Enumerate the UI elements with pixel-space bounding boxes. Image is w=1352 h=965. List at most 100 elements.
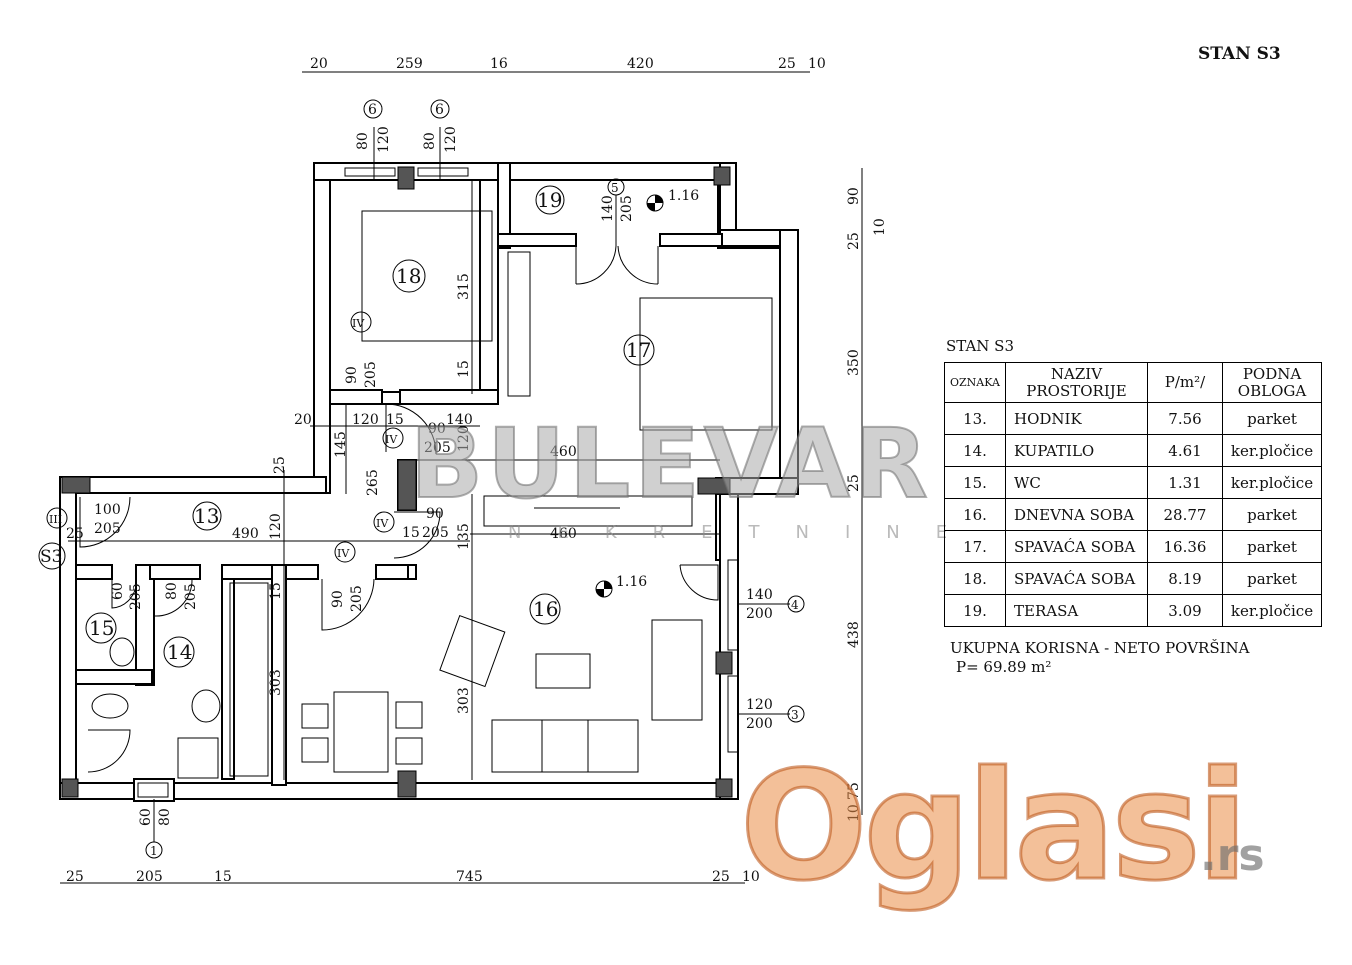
right-dim: 75 bbox=[846, 782, 862, 800]
cell-oznaka: 14. bbox=[944, 434, 1006, 467]
window-mark: 5 bbox=[611, 181, 619, 195]
door-mark: IV bbox=[352, 317, 365, 330]
inner-dim: 60 bbox=[110, 582, 126, 600]
inner-dim: 145 bbox=[333, 431, 349, 458]
top-dim: 25 bbox=[778, 56, 796, 72]
inner-dim: 205 bbox=[183, 583, 199, 610]
inner-dim: 90 bbox=[426, 506, 444, 522]
inner-dim: 315 bbox=[456, 273, 472, 300]
top-dim: 259 bbox=[396, 56, 423, 72]
table-row: 17. SPAVAĆA SOBA 16.36 parket bbox=[944, 530, 1322, 563]
cell-area: 7.56 bbox=[1147, 402, 1223, 435]
window-mark: 3 bbox=[791, 708, 799, 722]
inner-dim: 15 bbox=[456, 360, 472, 378]
top-dim: 420 bbox=[627, 56, 654, 72]
cell-naziv: DNEVNA SOBA bbox=[1005, 498, 1148, 531]
cell-floor: parket bbox=[1222, 402, 1322, 435]
inner-dim: 120 bbox=[268, 513, 284, 540]
top-dim: 20 bbox=[310, 56, 328, 72]
right-dim: 438 bbox=[846, 621, 862, 648]
window-mark: 6 bbox=[435, 102, 444, 118]
window-size: 120 bbox=[443, 126, 459, 153]
oglasi-domain-watermark: .rs bbox=[1200, 830, 1265, 881]
window-size: 205 bbox=[619, 195, 635, 222]
bottom-dim: 15 bbox=[214, 869, 232, 885]
dimension-lines bbox=[60, 71, 863, 884]
inner-dim: 20 bbox=[294, 412, 312, 428]
cell-area: 16.36 bbox=[1147, 530, 1223, 563]
room-number-15: 15 bbox=[89, 616, 114, 640]
window-size: 80 bbox=[355, 132, 371, 150]
bottom-dim: 25 bbox=[712, 869, 730, 885]
bottom-dim: 745 bbox=[456, 869, 483, 885]
window-size: 60 bbox=[138, 808, 154, 826]
window-size: 80 bbox=[157, 808, 173, 826]
door-mark: IV bbox=[337, 547, 350, 560]
level-mark-living: 1.16 bbox=[616, 574, 647, 590]
inner-dim: 460 bbox=[550, 526, 577, 542]
cell-oznaka: 19. bbox=[944, 594, 1006, 627]
inner-dimensions: 315 15 460 460 20 120 15 140 145 265 25 … bbox=[66, 273, 577, 714]
cell-oznaka: 15. bbox=[944, 466, 1006, 499]
table-row: 13. HODNIK 7.56 parket bbox=[944, 402, 1322, 435]
window-sizes: 80 120 80 120 140 205 140 200 120 200 60… bbox=[138, 126, 773, 826]
cell-oznaka: 16. bbox=[944, 498, 1006, 531]
furniture bbox=[91, 210, 773, 779]
cell-naziv: WC bbox=[1005, 466, 1148, 499]
inner-dim: 15 bbox=[268, 582, 284, 600]
room-number-18: 18 bbox=[396, 264, 421, 288]
inner-dim: 303 bbox=[456, 687, 472, 714]
cell-oznaka: 17. bbox=[944, 530, 1006, 563]
right-dim: 350 bbox=[846, 349, 862, 376]
cell-area: 3.09 bbox=[1147, 594, 1223, 627]
cell-naziv: SPAVAĆA SOBA bbox=[1005, 530, 1148, 563]
outer-dimensions: 20 259 16 420 25 10 25 205 15 745 25 10 … bbox=[66, 56, 888, 885]
window-size: 120 bbox=[746, 697, 773, 713]
bottom-dim: 10 bbox=[742, 869, 760, 885]
total-area-label: UKUPNA KORISNA - NETO POVRŠINA bbox=[950, 639, 1250, 657]
cell-naziv: TERASA bbox=[1005, 594, 1148, 627]
door-mark: IV bbox=[376, 517, 389, 530]
inner-dim: 205 bbox=[128, 583, 144, 610]
right-dim: 25 bbox=[846, 232, 862, 250]
table-row: 18. SPAVAĆA SOBA 8.19 parket bbox=[944, 562, 1322, 595]
room-number-14: 14 bbox=[167, 640, 192, 664]
right-dim: 25 bbox=[846, 474, 862, 492]
right-dim: 10 bbox=[846, 804, 862, 822]
room-numbers: 13 14 15 16 17 18 19 bbox=[89, 188, 651, 664]
header-naziv: NAZIV PROSTORIJE bbox=[1005, 362, 1148, 403]
header-oznaka: OZNAKA bbox=[944, 362, 1006, 403]
door-mark: IV bbox=[385, 433, 398, 446]
doors bbox=[79, 245, 719, 773]
cell-floor: parket bbox=[1222, 530, 1322, 563]
window-size: 140 bbox=[746, 587, 773, 603]
cell-floor: ker.pločice bbox=[1222, 466, 1322, 499]
level-marks bbox=[595, 194, 664, 598]
top-dim: 10 bbox=[808, 56, 826, 72]
room-number-19: 19 bbox=[537, 188, 562, 212]
bottom-dim: 205 bbox=[136, 869, 163, 885]
inner-dim: 303 bbox=[268, 669, 284, 696]
room-number-17: 17 bbox=[626, 338, 651, 362]
right-dim: 90 bbox=[846, 187, 862, 205]
inner-dim: 90 bbox=[344, 366, 360, 384]
cell-oznaka: 18. bbox=[944, 562, 1006, 595]
total-area-value: P= 69.89 m² bbox=[956, 658, 1052, 676]
table-row: 16. DNEVNA SOBA 28.77 parket bbox=[944, 498, 1322, 531]
table-title: STAN S3 bbox=[946, 337, 1015, 355]
cell-floor: parket bbox=[1222, 498, 1322, 531]
header-area: P/m²/ bbox=[1147, 362, 1223, 403]
inner-dim: 90 bbox=[330, 590, 346, 608]
right-dim: 10 bbox=[872, 218, 888, 236]
unit-label: S3 bbox=[40, 547, 62, 567]
inner-dim: 140 bbox=[446, 412, 473, 428]
top-dim: 16 bbox=[490, 56, 508, 72]
level-mark-terrace: 1.16 bbox=[668, 188, 699, 204]
cell-area: 8.19 bbox=[1147, 562, 1223, 595]
inner-dim: 25 bbox=[66, 526, 84, 542]
cell-naziv: HODNIK bbox=[1005, 402, 1148, 435]
inner-dim: 120 bbox=[456, 425, 472, 452]
nekretnine-watermark: NEKRETNINE bbox=[508, 522, 984, 543]
window-size: 200 bbox=[746, 716, 773, 732]
